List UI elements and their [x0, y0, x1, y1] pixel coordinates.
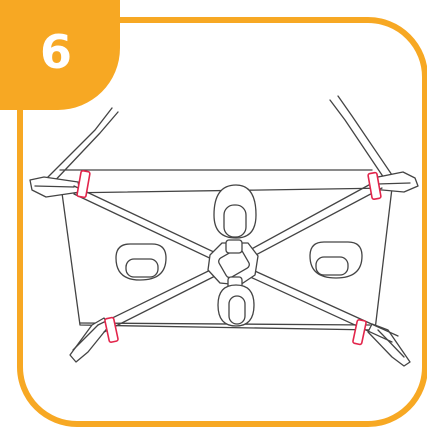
center-hub [207, 239, 259, 290]
strap-clip-top-right [367, 171, 382, 200]
wheel-right [309, 241, 363, 279]
strap-clip-bottom-left [104, 316, 119, 343]
strap-clip-top-left [76, 170, 91, 199]
wheel-bottom [217, 284, 255, 327]
frame-edge-bottom [79, 322, 371, 326]
strap-clip-bottom-right [352, 319, 367, 346]
leg-top-left [29, 107, 119, 198]
leg-top-right [329, 95, 419, 193]
step-number-badge: 6 [0, 0, 120, 110]
leg-bottom-right [367, 323, 411, 367]
step-number: 6 [39, 25, 72, 79]
wheel-top [213, 184, 257, 239]
wheel-left [115, 243, 167, 281]
